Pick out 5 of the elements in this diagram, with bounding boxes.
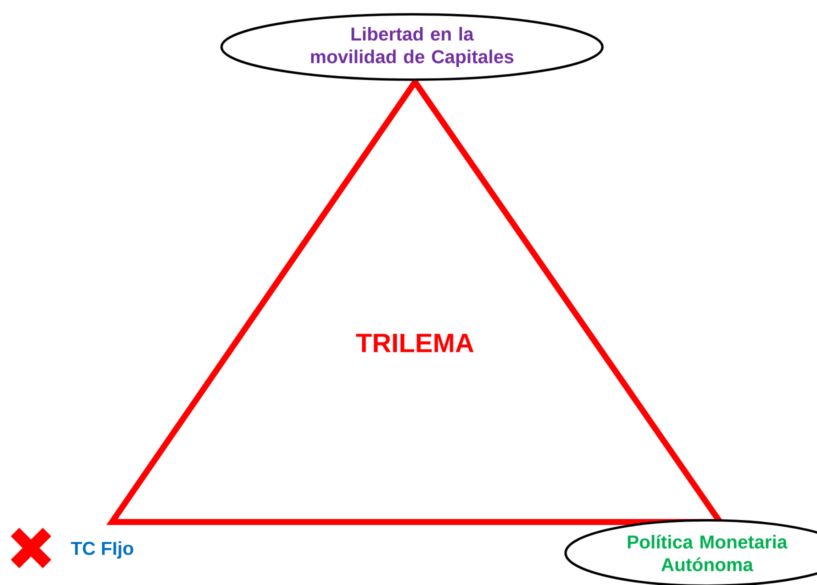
title-text: TRILEMA: [356, 334, 474, 352]
label-text: TC FIjo: [70, 541, 134, 559]
ellipse-node: Política Monetaria Autónoma: [564, 519, 817, 585]
node-label: Política Monetaria Autónoma: [628, 534, 788, 572]
ellipse-node: Libertad en la movilidad de Capitales: [220, 13, 604, 81]
